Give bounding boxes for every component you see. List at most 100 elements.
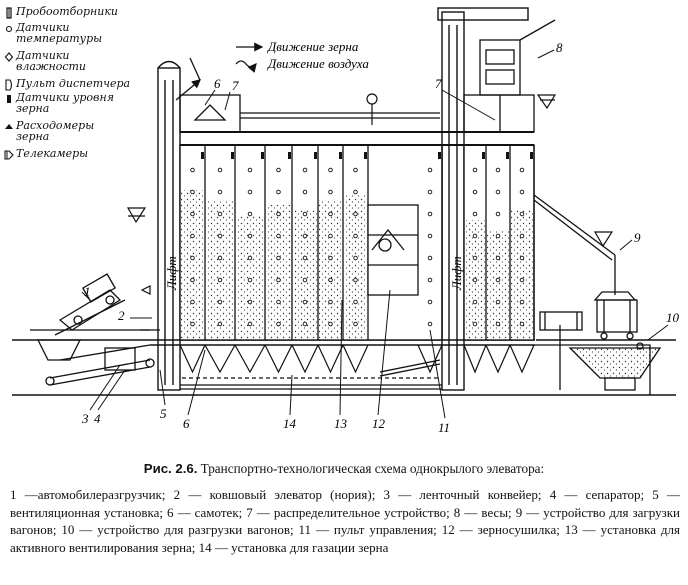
callout-7-left: 7 — [232, 78, 239, 93]
grain-level-sensor-icon — [201, 152, 204, 159]
temperature-sensor-icon — [276, 277, 281, 283]
legend-label: Пульт диспетчера — [16, 77, 131, 90]
temperature-sensor-icon — [276, 299, 281, 305]
temperature-sensor-icon — [495, 299, 501, 305]
temperature-sensor-icon — [472, 299, 478, 305]
temperature-sensor-icon — [276, 211, 281, 217]
temperature-sensor-icon — [247, 189, 253, 195]
temperature-sensor-icon — [353, 233, 358, 239]
temperature-sensor-icon — [328, 211, 333, 217]
legend-label: Датчики влажности — [16, 49, 87, 73]
temperature-sensor-icon — [353, 321, 358, 327]
temperature-sensor-icon — [353, 277, 358, 283]
temperature-sensor-icon — [276, 255, 281, 261]
temperature-sensor-icon — [190, 321, 195, 327]
silo-hopper — [204, 344, 236, 374]
temperature-sensor-icon — [302, 255, 308, 261]
temperature-sensor-icon — [4, 22, 14, 34]
temperature-sensor-icon — [217, 255, 223, 261]
temperature-sensor-icon — [217, 189, 223, 195]
temperature-sensor-icon — [190, 277, 195, 283]
temperature-sensor-icon — [519, 167, 525, 173]
flow-meter-icon — [4, 120, 14, 132]
temperature-sensor-icon — [247, 211, 253, 217]
temperature-sensor-icon — [472, 233, 478, 239]
silo-hopper — [317, 344, 344, 374]
temperature-sensor-icon — [190, 255, 195, 261]
temperature-sensor-icon — [276, 189, 281, 195]
temperature-sensor-icon — [495, 189, 501, 195]
grain-fill — [181, 190, 204, 340]
dispatcher-console-icon — [4, 78, 14, 91]
legend-label: Телекамеры — [16, 147, 89, 160]
temperature-sensor-icon — [247, 321, 253, 327]
grain-fill — [236, 215, 264, 340]
temperature-sensor-icon — [472, 255, 478, 261]
caption-body: 1 —автомобилеразгрузчик; 2 — ковшовый эл… — [10, 487, 680, 555]
callout-5: 5 — [160, 406, 167, 421]
temperature-sensor-icon — [247, 299, 253, 305]
temperature-sensor-icon — [472, 211, 478, 217]
callout-14: 14 — [283, 416, 297, 431]
temperature-sensor-icon — [519, 189, 525, 195]
temperature-sensor-icon — [328, 277, 333, 283]
temperature-sensor-icon — [217, 167, 223, 173]
flow-legend — [235, 42, 264, 73]
temperature-sensor-icon — [276, 167, 281, 173]
sampler-icon — [4, 6, 14, 19]
temperature-sensor-icon — [519, 299, 525, 305]
temperature-sensor-icon — [427, 277, 433, 283]
grain-level-sensor-icon — [4, 92, 14, 104]
silo-hopper — [342, 344, 369, 374]
temperature-sensor-icon — [519, 211, 525, 217]
figure-title: Транспортно-технологическая схема однокр… — [200, 461, 545, 476]
temperature-sensor-icon — [328, 321, 333, 327]
silo-hopper — [234, 344, 266, 374]
grain-fill — [319, 200, 342, 340]
temperature-sensor-icon — [472, 167, 478, 173]
elevator-diagram: Движение зерна Движение воздуха Лифт Лиф… — [12, 7, 680, 435]
temperature-sensor-icon — [353, 255, 358, 261]
callout-4: 4 — [94, 411, 101, 426]
temperature-sensor-icon — [495, 277, 501, 283]
temperature-sensor-icon — [190, 211, 195, 217]
temperature-sensor-icon — [247, 277, 253, 283]
wagon-unloading — [535, 342, 662, 395]
temperature-sensor-icon — [519, 321, 525, 327]
temperature-sensor-icon — [217, 321, 223, 327]
temperature-sensor-icon — [519, 277, 525, 283]
temperature-sensor-icon — [328, 189, 333, 195]
temperature-sensor-icon — [190, 299, 195, 305]
temperature-sensor-icon — [472, 189, 478, 195]
temperature-sensor-icon — [427, 167, 433, 173]
grain-dryer — [367, 204, 419, 296]
callout-9: 9 — [634, 230, 641, 245]
temperature-sensor-icon — [519, 255, 525, 261]
temperature-sensor-icon — [427, 233, 433, 239]
callout-7-right: 7 — [435, 76, 442, 91]
callout-leaders — [81, 49, 669, 419]
temperature-sensor-icon — [217, 233, 223, 239]
temperature-sensor-icon — [302, 233, 308, 239]
temperature-sensor-icon — [190, 189, 195, 195]
callout-13: 13 — [334, 416, 348, 431]
temperature-sensor-icon — [472, 321, 478, 327]
temperature-sensor-icon — [427, 299, 433, 305]
temperature-sensor-icon — [495, 211, 501, 217]
callout-11: 11 — [438, 420, 450, 435]
temperature-sensor-icon — [353, 189, 358, 195]
temperature-sensor-icon — [353, 211, 358, 217]
silo-hopper — [509, 344, 535, 374]
temperature-sensor-icon — [302, 167, 308, 173]
truck-unloader — [30, 273, 160, 386]
silo-cells — [181, 145, 535, 340]
bottom-conveyor — [180, 359, 442, 390]
callout-10: 10 — [666, 310, 680, 325]
grain-level-sensor-icon — [288, 152, 291, 159]
temperature-sensor-icon — [495, 233, 501, 239]
top-gallery — [175, 19, 556, 133]
grain-fill — [206, 200, 234, 340]
temperature-sensor-icon — [328, 233, 333, 239]
diagram-fixtures — [126, 93, 614, 295]
legend-label: Пробоотборники — [16, 5, 119, 18]
